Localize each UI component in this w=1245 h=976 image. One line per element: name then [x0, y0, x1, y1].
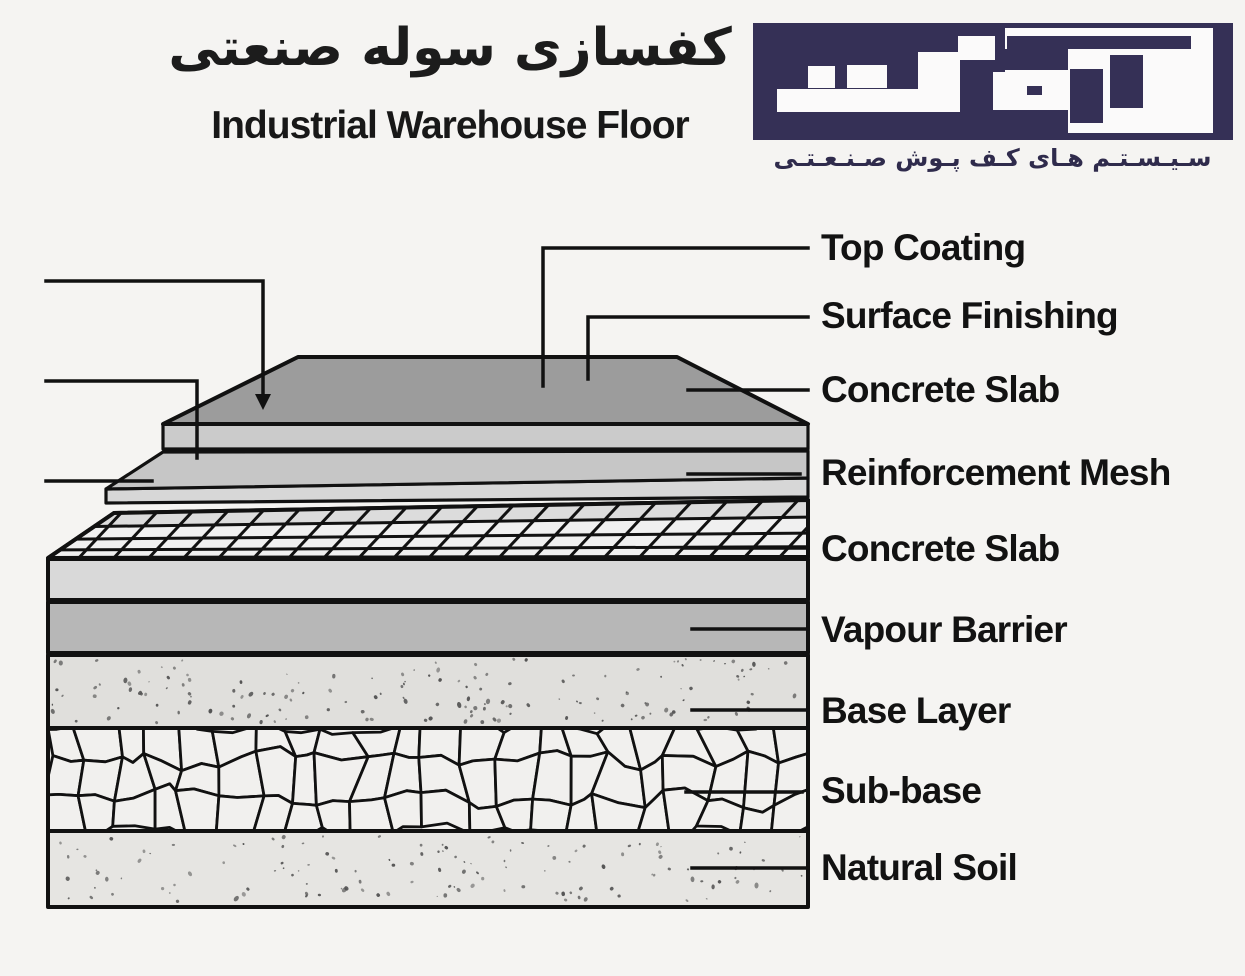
leader-top-coating	[541, 246, 810, 388]
layer-label-concrete-slab-lower: Concrete Slab	[821, 528, 1060, 569]
layer-label-base-layer: Base Layer	[821, 690, 1011, 731]
concrete-slab-upper-face	[104, 449, 810, 491]
layer-label-concrete-slab-upper: Concrete Slab	[821, 369, 1060, 410]
concrete-slab-lower-band	[46, 557, 810, 602]
logo-tagline: سـیـسـتـم هـای کـف پـوش صـنـعـتـی	[773, 144, 1212, 172]
logo-mark	[753, 23, 1233, 140]
mesh-border	[46, 498, 810, 560]
page-title-english: Industrial Warehouse Floor	[211, 104, 689, 147]
layer-label-surface-finishing: Surface Finishing	[821, 295, 1119, 336]
top-coating-surface	[161, 355, 810, 426]
leader-surface-finishing	[586, 315, 810, 381]
layer-label-top-coating: Top Coating	[821, 227, 1026, 268]
natural-soil-speckles	[59, 834, 803, 903]
down-arrow	[255, 394, 271, 410]
sub-base-stones	[48, 728, 808, 831]
base-layer-band	[46, 653, 810, 730]
layer-label-vapour-barrier: Vapour Barrier	[821, 609, 1068, 650]
leader-lines	[44, 246, 810, 870]
leader-left-arrow-line	[44, 279, 265, 398]
layer-label-natural-soil: Natural Soil	[821, 847, 1018, 888]
layer-label-sub-base: Sub-base	[821, 770, 982, 811]
surface-finishing-face	[161, 422, 810, 451]
leader-left-2	[44, 379, 199, 460]
layer-label-reinforcement-mesh: Reinforcement Mesh	[821, 452, 1171, 493]
mesh-top-band-shading	[94, 500, 808, 527]
page-title-farsi: کفسازی سوله صنعتی	[168, 18, 732, 78]
